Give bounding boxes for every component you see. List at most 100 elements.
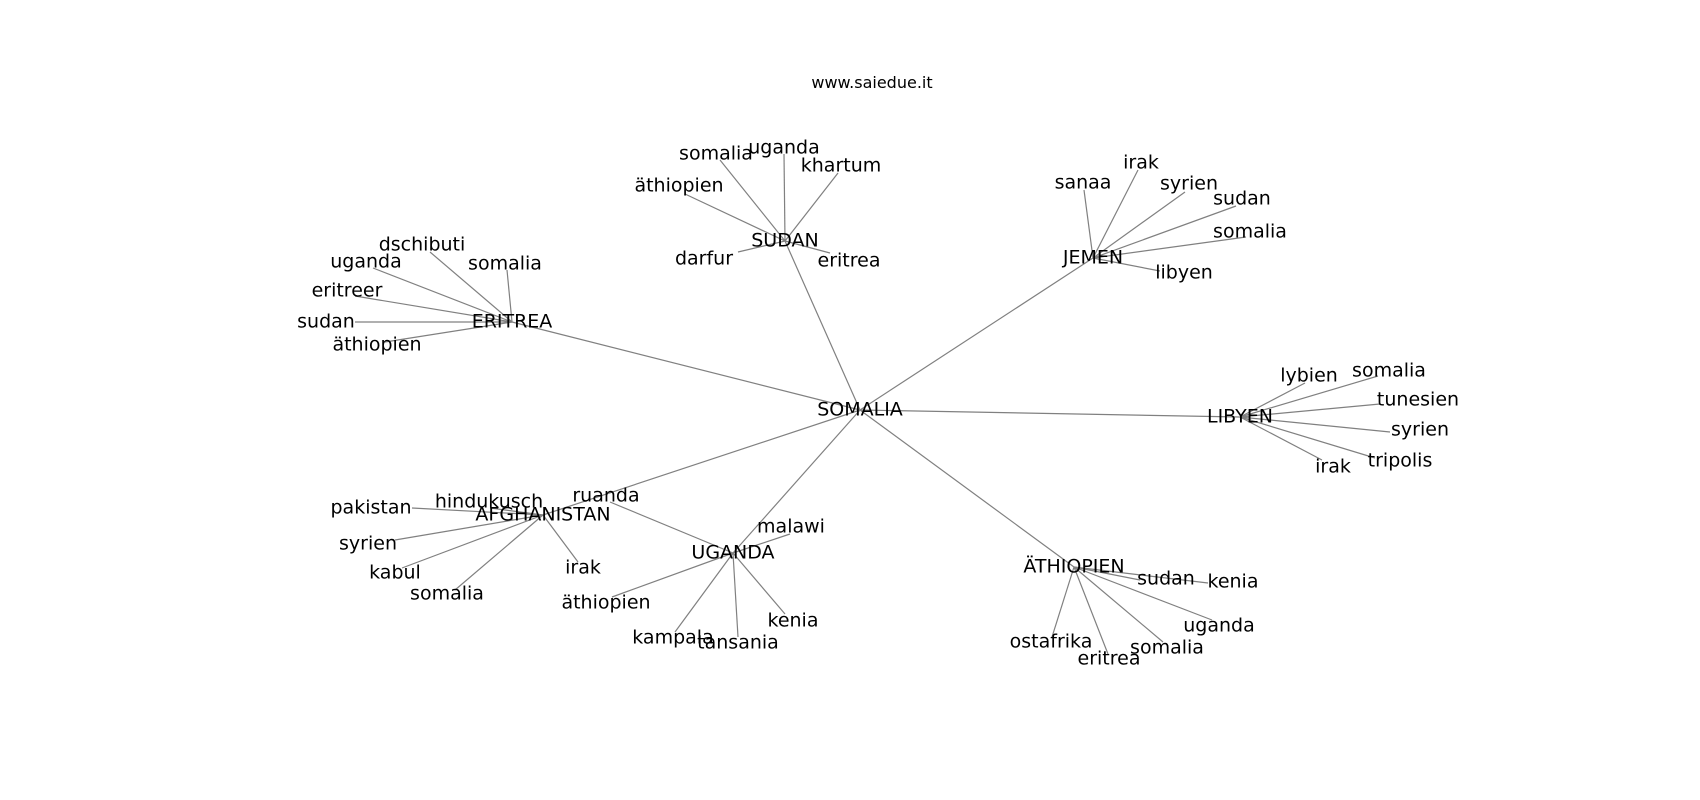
hub-node-label-eritrea: ERITREA [472,311,553,333]
leaf-node-label: uganda [1183,615,1255,637]
edge-athiopien-leaf [1073,566,1164,643]
leaf-node-label: eritrea [818,250,881,272]
edge-sudan-leaf [783,153,786,242]
edge-athiopien-leaf [1073,566,1109,655]
edge-jemen-leaf [1092,169,1139,259]
leaf-node-label: kenia [1208,571,1259,593]
edge-libyen-leaf [1239,375,1379,418]
edge-afghanistan-leaf [411,507,544,516]
leaf-node-label: kenia [768,610,819,632]
edge-uganda-leaf [732,552,786,615]
leaf-node-label: eritreer [312,280,383,302]
edge-athiopien-leaf [1073,566,1141,581]
edge-eritrea-leaf [354,295,513,323]
leaf-node-label: tripolis [1368,450,1433,472]
leaf-node-label: darfur [675,248,733,270]
edge-afghanistan-leaf [489,507,544,516]
edge-center-eritrea [511,321,861,411]
leaf-node-label: uganda [748,137,820,159]
hub-node-label-libyen: LIBYEN [1207,406,1273,428]
leaf-node-label: tansania [697,632,779,654]
edge-athiopien-leaf [1051,566,1075,638]
edge-center-afghanistan [542,409,861,516]
edge-eritrea-leaf [429,251,513,323]
leaf-node-label: ruanda [572,485,639,507]
leaf-node-label: irak [1123,152,1159,174]
hub-node-label-jemen: JEMEN [1062,247,1123,269]
leaf-node-label: lybien [1280,365,1338,387]
edge-libyen-leaf [1239,403,1381,418]
edge-sudan-leaf [719,159,786,242]
edge-libyen-leaf [1239,416,1323,461]
edge-athiopien-leaf [1073,566,1209,584]
leaf-node-label: kampala [632,627,713,649]
leaf-node-label: somalia [1213,221,1287,243]
edge-eritrea-leaf [384,321,513,343]
leaf-node-label: sudan [297,311,355,333]
leaf-node-label: sudan [1137,568,1195,590]
leaf-node-label: somalia [679,143,753,165]
site-title: www.saiedue.it [811,73,932,92]
leaf-node-label: irak [1315,456,1351,478]
edge-center-libyen [859,409,1241,418]
edge-center-sudan [784,240,861,411]
edge-uganda-leaf [609,501,734,554]
leaf-node-label: hindukusch [435,491,543,513]
leaf-node-label: somalia [410,583,484,605]
leaf-node-label: sanaa [1055,172,1112,194]
hub-node-label-afghanistan: AFGHANISTAN [475,504,610,526]
edge-sudan-leaf [784,240,831,254]
edge-uganda-leaf [611,552,734,598]
leaf-node-label: somalia [468,253,542,275]
leaf-node-label: äthiopien [561,592,650,614]
edge-jemen-leaf [1092,191,1186,259]
edge-center-athiopien [859,409,1075,568]
edge-sudan-leaf [737,240,786,253]
edge-athiopien-leaf [1073,566,1213,621]
hub-node-label-uganda: UGANDA [691,542,774,564]
leaf-node-label: somalia [1352,360,1426,382]
leaf-node-label: uganda [330,251,402,273]
edge-jemen-leaf [1083,189,1094,259]
edge-eritrea-leaf [372,267,513,323]
edge-uganda-leaf [674,552,734,633]
hub-node-label-athiopien: ÄTHIOPIEN [1023,555,1124,578]
center-node-label: SOMALIA [817,399,903,421]
edge-jemen-leaf [1092,257,1161,272]
edge-afghanistan-leaf [394,514,544,541]
leaf-node-label: sudan [1213,188,1271,210]
leaf-node-label: malawi [757,516,825,538]
leaf-node-label: äthiopien [634,175,723,197]
edge-uganda-leaf [732,533,791,554]
leaf-node-label: somalia [1130,637,1204,659]
leaf-node-label: libyen [1155,262,1213,284]
leaf-node-label: tunesien [1377,389,1459,411]
leaf-node-label: irak [565,557,601,579]
leaf-node-label: kabul [369,562,421,584]
edge-libyen-leaf [1239,416,1391,433]
leaf-node-label: syrien [1160,173,1218,195]
leaf-node-label: khartum [801,155,882,177]
edge-sudan-leaf [684,193,786,242]
leaf-node-label: eritrea [1078,648,1141,670]
edge-sudan-leaf [784,172,839,242]
edge-center-uganda [732,409,861,554]
edge-center-jemen [859,257,1094,411]
edge-afghanistan-leaf [401,514,544,569]
edge-uganda-leaf [732,552,739,638]
edge-jemen-leaf [1092,236,1247,259]
hub-node-label-sudan: SUDAN [751,230,818,252]
leaf-node-label: syrien [339,533,397,555]
edge-eritrea-leaf [506,269,513,323]
leaf-node-label: äthiopien [332,334,421,356]
leaf-node-label: pakistan [330,497,411,519]
leaf-node-label: syrien [1391,419,1449,441]
edge-jemen-leaf [1092,205,1237,259]
edge-libyen-leaf [1239,382,1306,418]
edge-afghanistan-leaf [454,514,544,591]
leaf-node-label: dschibuti [379,234,466,256]
edge-afghanistan-leaf [542,514,579,563]
edge-libyen-leaf [1239,416,1376,459]
